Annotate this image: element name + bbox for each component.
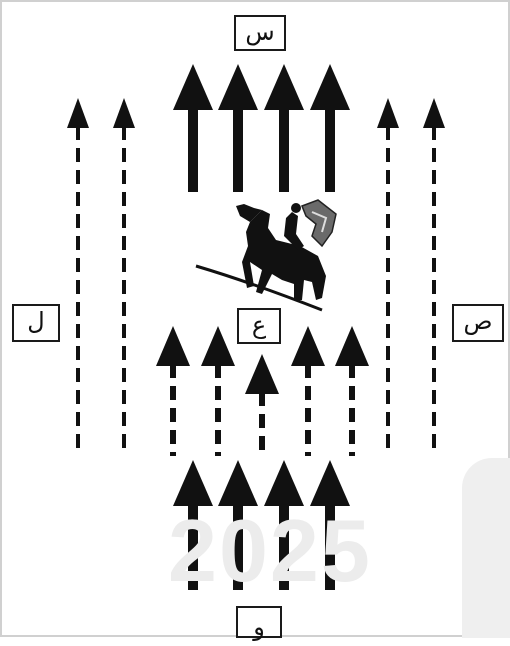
- arrow-top-1: [173, 64, 213, 192]
- arrow-middle-2: [201, 326, 235, 456]
- arrow-side-3: [377, 98, 399, 456]
- arrow-side-2: [113, 98, 135, 456]
- arrow-middle-1: [156, 326, 190, 456]
- arrow-top-3: [264, 64, 304, 192]
- label-center-box: ع: [237, 308, 281, 344]
- label-left-box: ل: [12, 304, 60, 342]
- arrow-side-1: [67, 98, 89, 456]
- horse-and-rider-icon: [196, 200, 336, 310]
- label-bottom-box: و: [236, 606, 282, 638]
- arrow-bottom-2: [218, 460, 258, 590]
- arrow-side-4: [423, 98, 445, 456]
- arrow-bottom-4: [310, 460, 350, 590]
- arrow-bottom-1: [173, 460, 213, 590]
- arrow-top-2: [218, 64, 258, 192]
- watermark-shape: [462, 458, 510, 638]
- arrow-center: [245, 354, 279, 456]
- arrow-top-4: [310, 64, 350, 192]
- arrow-middle-3: [291, 326, 325, 456]
- arrow-middle-4: [335, 326, 369, 456]
- arrow-bottom-3: [264, 460, 304, 590]
- label-right-box: ص: [452, 304, 504, 342]
- label-top-box: س: [234, 15, 286, 51]
